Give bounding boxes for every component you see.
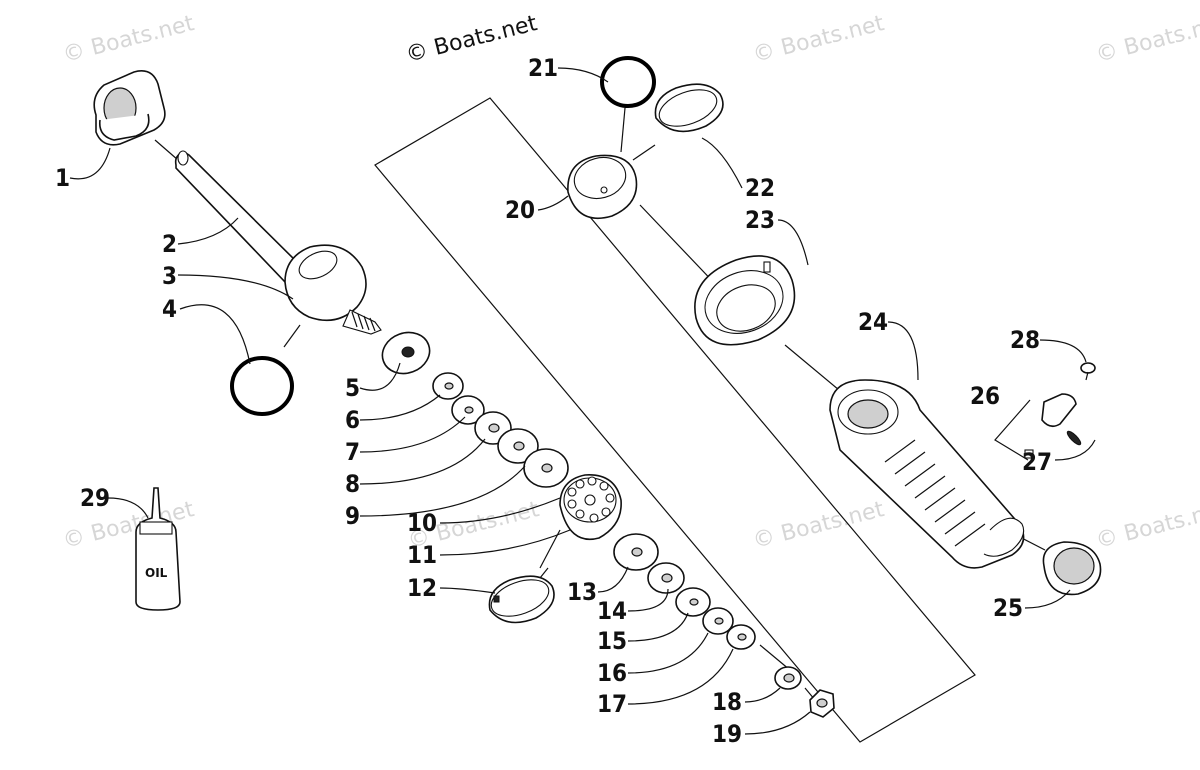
callout-17: 17	[597, 690, 627, 718]
callout-28: 28	[1010, 326, 1040, 354]
callout-7: 7	[345, 438, 360, 466]
callout-3: 3	[162, 262, 177, 290]
callout-18: 18	[712, 688, 742, 716]
callout-19: 19	[712, 720, 742, 748]
callout-8: 8	[345, 470, 360, 498]
callout-9: 9	[345, 502, 360, 530]
callout-24: 24	[858, 308, 888, 336]
watermark-faint: © Boats.net	[1093, 11, 1200, 68]
watermark-faint: © Boats.net	[1093, 497, 1200, 554]
callout-10: 10	[407, 509, 437, 537]
callout-23: 23	[745, 206, 775, 234]
callout-numbers: 1 2 3 4 5 6 7 8 9 10 11 12 13 14 15 16 1…	[55, 54, 1052, 748]
part-24-shock-body	[829, 379, 1025, 569]
watermark-faint: © Boats.net	[60, 11, 197, 68]
callout-21: 21	[528, 54, 558, 82]
part-19-nut	[809, 689, 835, 718]
part-23-spring-collar	[694, 255, 796, 346]
part-4-o-ring	[230, 356, 294, 416]
part-10-11-piston	[559, 474, 622, 540]
part-25-bushing	[1042, 541, 1102, 596]
callout-14: 14	[597, 597, 627, 625]
callout-12: 12	[407, 574, 437, 602]
part-26-valve-bracket	[994, 399, 1031, 461]
assembly-group-outline	[374, 97, 976, 743]
part-21-o-ring	[600, 56, 656, 108]
callout-4: 4	[162, 295, 177, 323]
part-1-eyelet-bushing	[93, 70, 166, 146]
watermark-main: © Boats.net	[403, 11, 540, 68]
shim-washers-13-17	[613, 533, 756, 650]
schrader-valve	[1024, 393, 1077, 459]
part-22-wear-ring	[654, 83, 724, 133]
part-20-cap	[567, 154, 638, 220]
callout-25: 25	[993, 594, 1023, 622]
callout-1: 1	[55, 164, 70, 192]
callout-2: 2	[162, 230, 177, 258]
callout-15: 15	[597, 627, 627, 655]
leader-lines	[69, 67, 1096, 735]
callout-13: 13	[567, 578, 597, 606]
part-3-seal-head	[284, 244, 382, 335]
callout-29: 29	[80, 484, 110, 512]
callout-11: 11	[407, 541, 437, 569]
callout-16: 16	[597, 659, 627, 687]
watermark-faint: © Boats.net	[750, 11, 887, 68]
callout-20: 20	[505, 196, 535, 224]
callout-27: 27	[1022, 448, 1052, 476]
callout-22: 22	[745, 174, 775, 202]
part-18-washer	[774, 666, 802, 690]
callout-26: 26	[970, 382, 1000, 410]
part-27-valve-core	[1066, 430, 1082, 446]
callout-5: 5	[345, 374, 360, 402]
shim-washers-5-9	[381, 331, 569, 488]
oil-label: OIL	[145, 566, 168, 580]
part-29-oil-bottle: OIL	[135, 487, 181, 611]
part-28-screw	[1080, 362, 1096, 381]
callout-6: 6	[345, 406, 360, 434]
part-2-shaft	[174, 150, 307, 286]
part-12-piston-ring	[488, 575, 555, 624]
